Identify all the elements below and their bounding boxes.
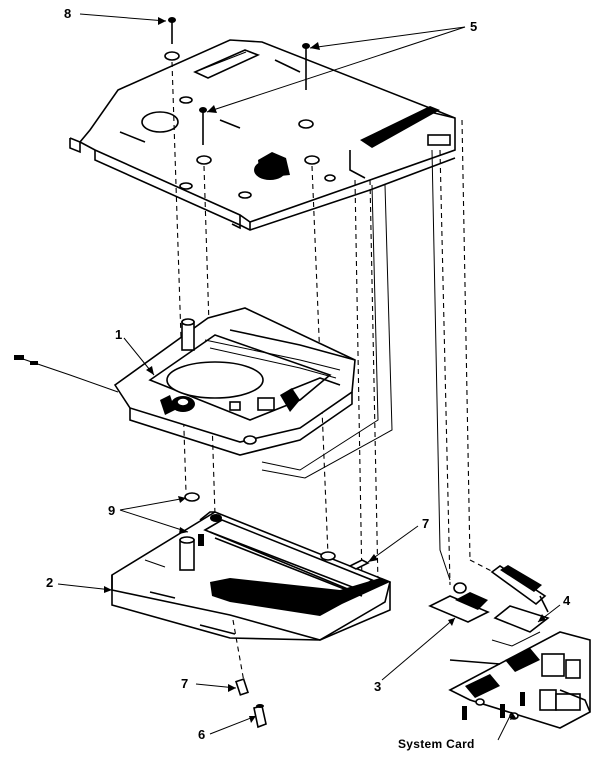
top-mounting-plate	[69, 39, 456, 231]
callout-3: 3	[374, 679, 382, 694]
pin-7-right	[348, 559, 370, 570]
leader-lines	[57, 13, 561, 741]
callout-4: 4	[563, 593, 571, 608]
callout-9: 9	[108, 503, 116, 518]
callout-8: 8	[64, 6, 72, 21]
callout-6: 6	[198, 727, 206, 742]
cable-3	[428, 582, 490, 623]
callout-7-bottom: 7	[181, 676, 189, 691]
callout-5: 5	[470, 19, 478, 34]
callout-1: 1	[115, 327, 123, 342]
screw-5b	[199, 107, 207, 145]
system-card-label: System Card	[398, 737, 475, 751]
callout-2: 2	[46, 575, 54, 590]
bottom-tray	[111, 492, 391, 641]
cable-4	[490, 565, 550, 633]
system-card	[448, 631, 591, 729]
screw-8	[168, 17, 176, 44]
pin-7-bottom	[235, 678, 249, 696]
alignment-lines	[171, 61, 541, 683]
pin-6	[253, 704, 267, 729]
screw-5a	[302, 43, 310, 90]
callout-7-right: 7	[422, 516, 430, 531]
optical-drive	[14, 307, 356, 456]
